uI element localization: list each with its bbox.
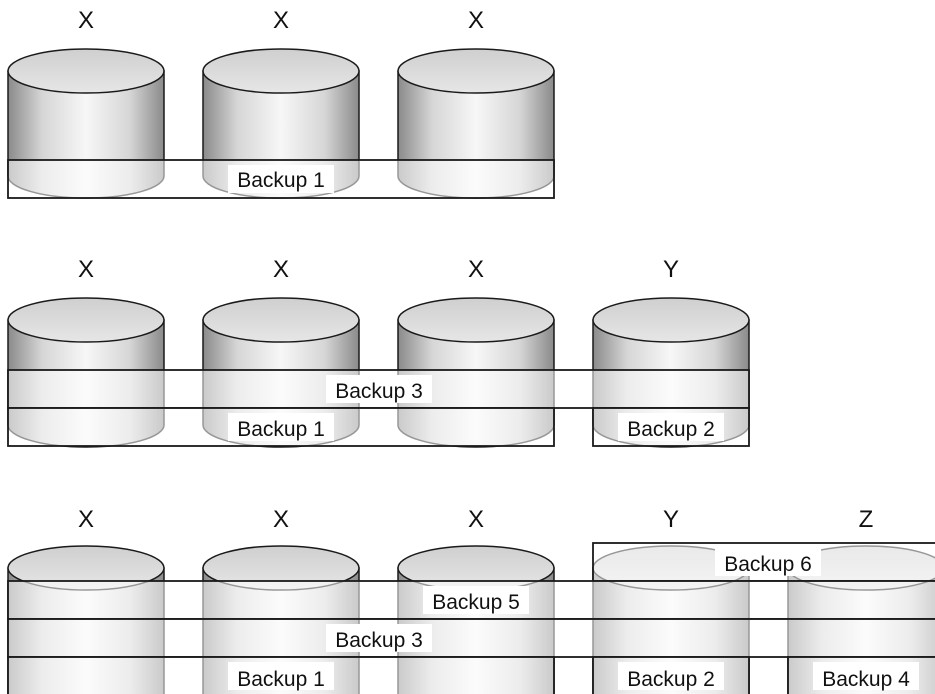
column-label: X <box>273 7 289 34</box>
row-1: X X X Backup 1 <box>7 7 555 199</box>
backup-band: Backup 2 <box>592 656 750 694</box>
backup-label: Backup 3 <box>335 380 423 403</box>
backup-label: Backup 1 <box>237 169 325 192</box>
backup-label: Backup 3 <box>335 629 423 652</box>
column-label: Z <box>859 506 874 533</box>
column-label: X <box>78 7 94 34</box>
backup-label: Backup 5 <box>432 591 520 614</box>
backup-band: Backup 1 <box>7 159 555 199</box>
column-label: X <box>468 7 484 34</box>
row-2: X X X Y Backup 3 Backup 1 <box>7 256 750 448</box>
backup-band: Backup 4 <box>787 656 935 694</box>
backup-label: Backup 1 <box>237 418 325 441</box>
column-label: X <box>273 506 289 533</box>
column-label: Y <box>663 506 679 533</box>
row-3: X X X Y Z Backup 6 <box>7 506 935 694</box>
backup-band: Backup 5 <box>7 580 935 620</box>
backup-band: Backup 2 <box>592 407 750 447</box>
backup-band: Backup 1 <box>7 656 555 694</box>
backup-band: Backup 1 <box>7 407 555 447</box>
column-label: X <box>273 256 289 283</box>
column-label: Y <box>663 256 679 283</box>
backup-label: Backup 1 <box>237 668 325 691</box>
backup-band: Backup 6 <box>592 542 935 582</box>
column-label: X <box>78 506 94 533</box>
backup-label: Backup 4 <box>822 668 910 691</box>
backup-label: Backup 2 <box>627 418 715 441</box>
backup-label: Backup 2 <box>627 668 715 691</box>
backup-label: Backup 6 <box>724 553 812 576</box>
column-label: X <box>468 506 484 533</box>
column-label: X <box>78 256 94 283</box>
backup-band: Backup 3 <box>7 369 750 409</box>
column-label: X <box>468 256 484 283</box>
backup-band: Backup 3 <box>7 618 935 658</box>
